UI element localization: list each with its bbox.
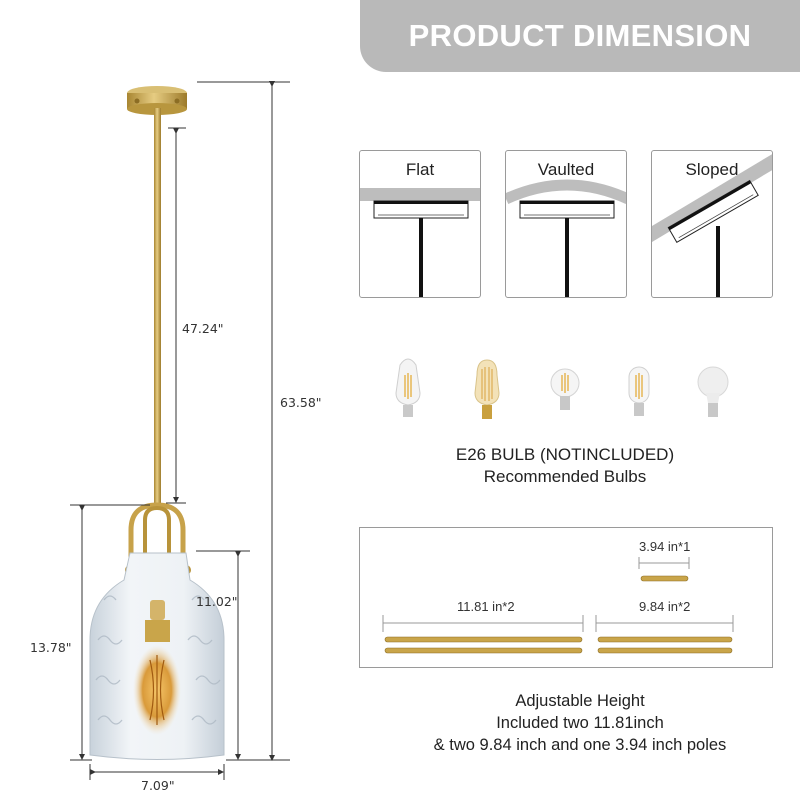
t45-tubular-bulb-icon xyxy=(628,366,650,416)
vintage-edison-bulb-icon xyxy=(474,359,500,419)
a19-filament-bulb-icon xyxy=(550,368,580,410)
shade-cage-height-label: 13.78" xyxy=(30,640,72,655)
long-pole-label: 11.81 in*2 xyxy=(457,599,515,614)
frosted-a19-bulb-icon xyxy=(697,366,729,417)
adjustable-line-2: Included two 11.81inch xyxy=(496,714,664,732)
adjustable-title: Adjustable Height xyxy=(515,692,645,710)
page-title: PRODUCT DIMENSION xyxy=(408,18,752,53)
ceiling-card-sloped: Sloped xyxy=(651,150,773,298)
recommended-bulbs-text: Recommended Bulbs xyxy=(483,467,647,486)
pendant-light-diagram xyxy=(70,81,290,780)
shade-width-label: 7.09" xyxy=(141,778,175,793)
ceiling-card-flat: Flat xyxy=(359,150,481,298)
bulb-info: E26 BULB (NOTINCLUDED) Recommended Bulbs xyxy=(360,444,770,488)
rod xyxy=(154,108,161,508)
bulb-type-text: E26 BULB (NOTINCLUDED) xyxy=(455,445,675,464)
sloped-ceiling-icon xyxy=(652,154,772,297)
adjustable-line-3: & two 9.84 inch and one 3.94 inch poles xyxy=(433,736,727,754)
ceiling-card-vaulted: Vaulted xyxy=(505,150,627,298)
canopy xyxy=(127,86,187,115)
recommended-bulbs-row xyxy=(395,358,729,419)
medium-pole-label: 9.84 in*2 xyxy=(639,599,691,614)
short-pole-label: 3.94 in*1 xyxy=(639,539,691,554)
adjustable-height-info: Adjustable Height Included two 11.81inch… xyxy=(380,690,780,756)
poles-diagram xyxy=(382,557,734,654)
flat-ceiling-icon xyxy=(360,188,480,297)
vaulted-ceiling-icon xyxy=(506,179,626,297)
rod-length-label: 47.24" xyxy=(182,321,224,336)
total-height-label: 63.58" xyxy=(280,395,322,410)
ceiling-label: Vaulted xyxy=(537,160,595,179)
ceiling-label: Sloped xyxy=(685,160,739,179)
st64-bulb-icon xyxy=(395,358,421,417)
shade-height-label: 11.02" xyxy=(196,594,238,609)
ceiling-label: Flat xyxy=(405,160,435,179)
poles-panel: 3.94 in*1 11.81 in*2 9.84 in*2 xyxy=(359,527,773,668)
header-banner: PRODUCT DIMENSION xyxy=(360,0,800,72)
